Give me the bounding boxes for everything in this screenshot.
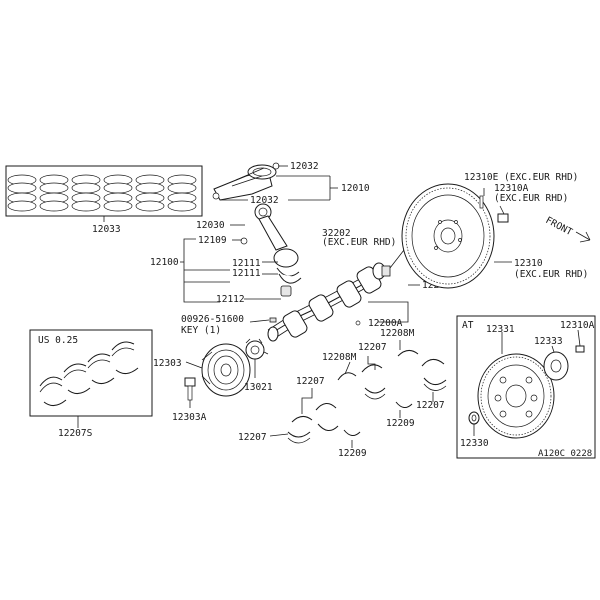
undersize-bearing-box [29,329,153,417]
callout-12109[interactable]: 12109 [198,235,227,246]
piston-drawing [212,162,280,201]
callout-12310A-note[interactable]: (EXC.EUR RHD) [494,193,568,204]
callout-12333[interactable]: 12333 [534,336,563,347]
callout-12207S[interactable]: 12207S [58,428,93,439]
piston-ring-set-drawing [5,165,203,222]
callout-12207-d[interactable]: 12207 [238,432,267,443]
connecting-rod-drawing [240,203,302,297]
callout-12330[interactable]: 12330 [460,438,489,449]
pulley-bolt-drawing [184,377,196,401]
callout-12100[interactable]: 12100 [150,257,179,268]
callout-12209-b[interactable]: 12209 [338,448,367,459]
drive-plate-bolt-drawing [575,345,585,353]
callout-12032-top[interactable]: 12032 [290,161,319,172]
undersize-bearing-shells-drawing [39,341,139,406]
callout-12112[interactable]: 12112 [216,294,245,305]
callout-12208M-a[interactable]: 12208M [322,352,357,363]
at-box-title: AT [462,320,474,331]
callout-key-qty[interactable]: KEY (1) [181,325,221,336]
reinforcement-plate-drawing [543,351,569,381]
callout-12200A[interactable]: 12200A [368,318,403,329]
front-label: FRONT [544,215,575,238]
crankshaft-drawing [267,262,386,342]
callout-12331[interactable]: 12331 [486,324,515,335]
callout-12207-c[interactable]: 12207 [296,376,325,387]
automatic-transmission-box [456,315,596,459]
callout-32202-note[interactable]: (EXC.EUR RHD) [322,237,396,248]
callout-12033[interactable]: 12033 [92,224,121,235]
callout-13021[interactable]: 13021 [244,382,273,393]
crank-sprocket-drawing [245,338,269,360]
callout-12310A[interactable]: 12310A [494,183,529,194]
undersize-box-title: US 0.25 [38,335,78,346]
figure-code: A120C 0228 [538,449,592,459]
callout-12303[interactable]: 12303 [153,358,182,369]
callout-12030[interactable]: 12030 [196,220,225,231]
callout-12010[interactable]: 12010 [341,183,370,194]
flywheel-bolt-drawing [479,195,509,223]
callout-12111-a[interactable]: 12111 [232,258,261,269]
callout-12310A-at[interactable]: 12310A [560,320,595,331]
callout-12111-b[interactable]: 12111 [232,268,261,279]
key-drawing [269,317,277,323]
callout-12209-a[interactable]: 12209 [386,418,415,429]
callout-00926-51600[interactable]: 00926-51600 [181,314,244,325]
callout-12310[interactable]: 12310 [514,258,543,269]
callout-12032-bottom[interactable]: 12032 [250,195,279,206]
crank-pulley-drawing [201,343,251,397]
callout-32202[interactable]: 32202 [322,228,351,239]
drive-plate-drawing [477,353,555,439]
spacer-drawing [468,411,480,425]
callout-12310E[interactable]: 12310E (EXC.EUR RHD) [464,172,578,183]
front-arrow-icon [575,231,591,243]
callout-12207-a[interactable]: 12207 [358,342,387,353]
pilot-bushing-drawing [381,265,391,277]
callout-12207-b[interactable]: 12207 [416,400,445,411]
main-bearings-drawing [287,350,447,444]
flywheel-drawing [401,183,495,289]
callout-12208M-b[interactable]: 12208M [380,328,415,339]
callout-12303A[interactable]: 12303A [172,412,207,423]
callout-12310-note[interactable]: (EXC.EUR RHD) [514,269,588,280]
